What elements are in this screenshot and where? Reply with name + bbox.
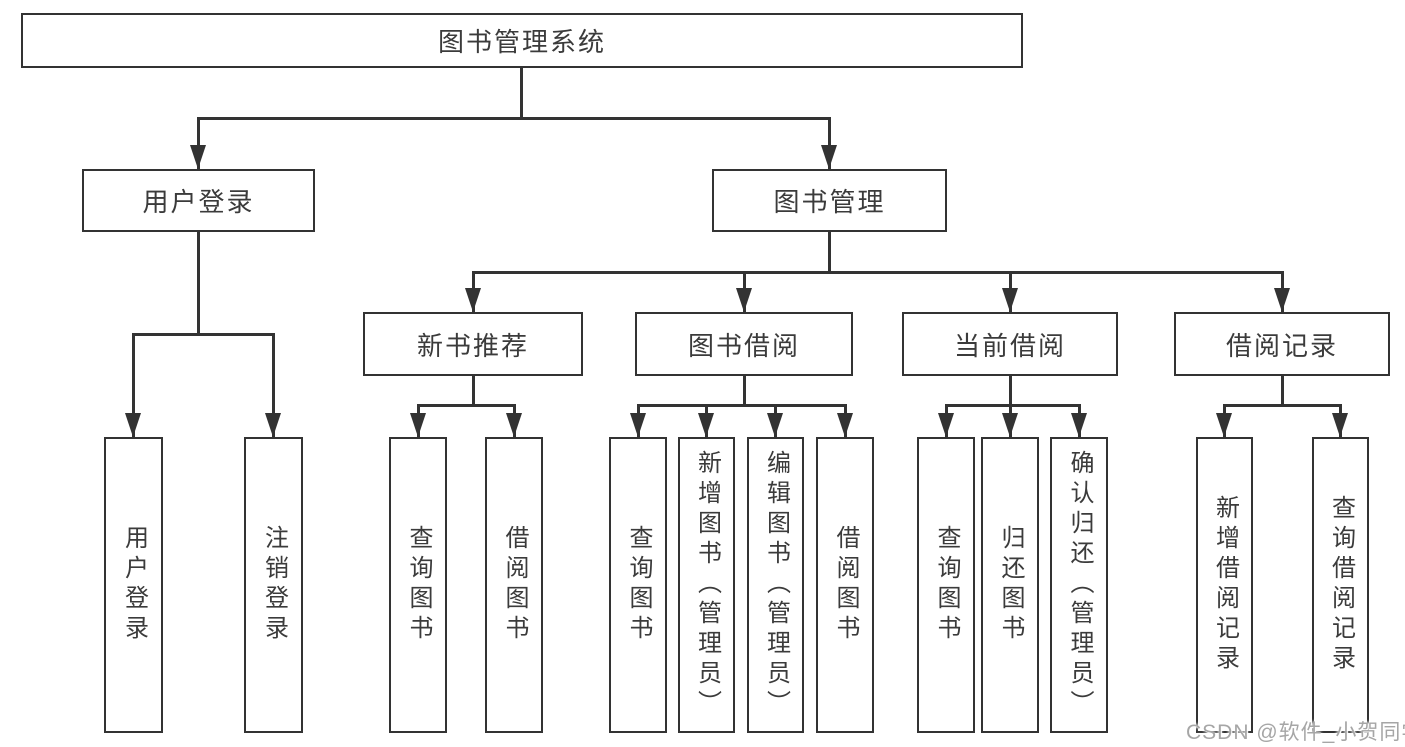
node-label: 确认归还（管理员）	[1066, 450, 1093, 720]
edge-line	[417, 404, 516, 407]
node-label: 用户登录	[120, 525, 148, 645]
node-library-management-system: 图书管理系统	[21, 13, 1023, 68]
arrowhead-down-icon	[698, 413, 714, 437]
edge-line	[472, 376, 475, 407]
node-query-borrow-record: 查询借阅记录	[1312, 437, 1369, 733]
edge-line	[272, 333, 275, 437]
node-label: 编辑图书（管理员）	[762, 450, 790, 720]
node-user-login: 用户登录	[82, 169, 315, 232]
arrowhead-down-icon	[1002, 288, 1018, 312]
node-label: 新增图书（管理员）	[693, 450, 721, 720]
edge-line	[197, 117, 200, 169]
arrowhead-down-icon	[1216, 413, 1232, 437]
node-logout: 注销登录	[244, 437, 303, 733]
node-current-borrowing: 当前借阅	[902, 312, 1118, 376]
node-edit-books-admin: 编辑图书（管理员）	[747, 437, 804, 733]
node-add-books-admin: 新增图书（管理员）	[678, 437, 735, 733]
node-label: 查询图书	[625, 525, 652, 645]
edge-line	[520, 68, 523, 118]
node-label: 图书借阅	[687, 330, 800, 361]
edge-line	[197, 232, 200, 334]
node-label: 用户登录	[142, 187, 255, 217]
arrowhead-down-icon	[1274, 288, 1290, 312]
arrowhead-down-icon	[821, 145, 837, 169]
arrowhead-down-icon	[465, 288, 481, 312]
edge-line	[1009, 376, 1012, 407]
node-borrow-books-leaf: 借阅图书	[816, 437, 874, 733]
node-book-management: 图书管理	[712, 169, 947, 232]
arrowhead-down-icon	[506, 413, 522, 437]
node-label: 查询图书	[405, 525, 432, 645]
node-borrow-books-recommend: 借阅图书	[485, 437, 543, 733]
edge-line	[637, 404, 847, 407]
node-label: 当前借阅	[953, 330, 1066, 361]
csdn-watermark: CSDN @软件_小贺同学	[1186, 721, 1405, 744]
arrowhead-down-icon	[837, 413, 853, 437]
node-label: 借阅记录	[1225, 330, 1338, 361]
edge-line	[132, 333, 135, 437]
edge-line	[743, 376, 746, 407]
edge-line	[472, 271, 1284, 274]
edge-line	[197, 117, 831, 120]
node-label: 图书管理	[773, 187, 886, 217]
edge-line	[828, 232, 831, 273]
node-label: 注销登录	[260, 525, 288, 645]
node-label: 查询借阅记录	[1327, 495, 1355, 675]
node-user-login-leaf: 用户登录	[104, 437, 163, 733]
node-query-books-current: 查询图书	[917, 437, 975, 733]
arrowhead-down-icon	[265, 413, 281, 437]
node-label: 图书管理系统	[437, 27, 606, 57]
node-label: 借阅图书	[832, 525, 859, 645]
node-borrowing-records: 借阅记录	[1174, 312, 1390, 376]
node-new-book-recommendation: 新书推荐	[363, 312, 583, 376]
arrowhead-down-icon	[1332, 413, 1348, 437]
node-return-books: 归还图书	[981, 437, 1039, 733]
node-confirm-return-admin: 确认归还（管理员）	[1050, 437, 1108, 733]
node-label: 归还图书	[997, 525, 1024, 645]
node-query-books-borrow: 查询图书	[609, 437, 667, 733]
edge-line	[132, 333, 275, 336]
arrowhead-down-icon	[410, 413, 426, 437]
arrowhead-down-icon	[1002, 413, 1018, 437]
node-query-books-recommend: 查询图书	[389, 437, 447, 733]
node-label: 新书推荐	[416, 330, 529, 361]
arrowhead-down-icon	[190, 145, 206, 169]
arrowhead-down-icon	[938, 413, 954, 437]
edge-line	[828, 117, 831, 169]
node-add-borrow-record: 新增借阅记录	[1196, 437, 1253, 733]
node-label: 查询图书	[933, 525, 960, 645]
arrowhead-down-icon	[630, 413, 646, 437]
arrowhead-down-icon	[767, 413, 783, 437]
node-book-borrowing: 图书借阅	[635, 312, 853, 376]
node-label: 借阅图书	[501, 525, 528, 645]
edge-line	[1281, 376, 1284, 407]
arrowhead-down-icon	[1071, 413, 1087, 437]
node-label: 新增借阅记录	[1211, 495, 1239, 675]
edge-line	[945, 404, 1081, 407]
arrowhead-down-icon	[736, 288, 752, 312]
arrowhead-down-icon	[125, 413, 141, 437]
edge-line	[1223, 404, 1342, 407]
